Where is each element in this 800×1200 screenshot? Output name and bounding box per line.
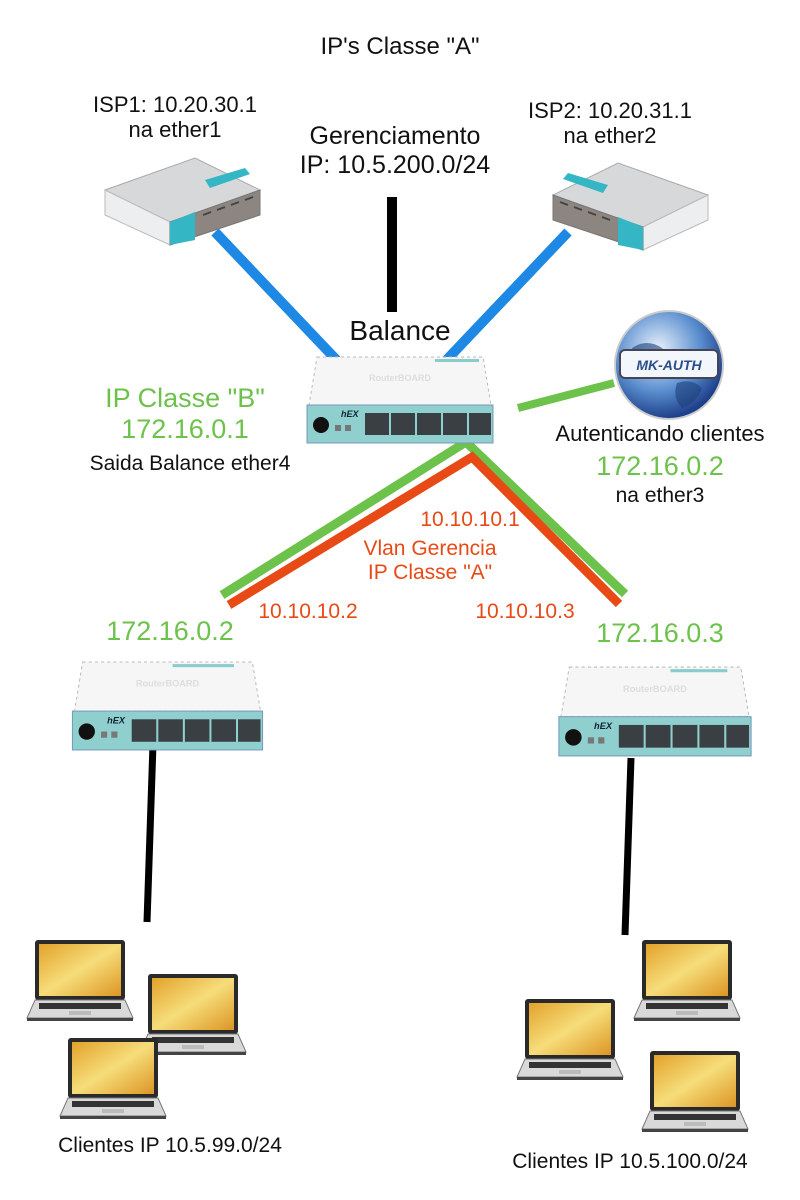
- isp1-ip: ISP1: 10.20.30.1: [93, 92, 257, 117]
- vlan-gateway-ip: 10.10.10.1: [420, 508, 520, 531]
- classB-exit-label: Saida Balance ether4: [89, 452, 291, 475]
- right-client-laptop-3[interactable]: [640, 1049, 750, 1134]
- router-model-label: hEX: [341, 409, 360, 419]
- isp1-interface: na ether1: [128, 117, 222, 143]
- left-client-laptop-1[interactable]: [25, 938, 135, 1023]
- right-client-laptop-1[interactable]: [632, 938, 742, 1023]
- diagram-title: IP's Classe "A": [320, 33, 480, 60]
- vlan-link: [226, 451, 623, 609]
- svg-text:RouterBOARD: RouterBOARD: [369, 373, 431, 383]
- management-subnet: IP: 10.5.200.0/24: [299, 150, 491, 179]
- router-ports: [131, 719, 261, 742]
- right-client-laptop-2[interactable]: [515, 997, 625, 1082]
- isp2-modem[interactable]: [548, 155, 728, 255]
- router-model-label: hEX: [594, 721, 613, 731]
- right-client-link: [621, 757, 635, 936]
- mkauth-server-icon[interactable]: MK-AUTH: [612, 308, 727, 423]
- left-router-ip: 172.16.0.2: [106, 616, 234, 646]
- mkauth-ip: 172.16.0.2: [596, 451, 724, 481]
- vlan-label: Vlan Gerencia IP Classe "A": [330, 537, 530, 585]
- left-router[interactable]: RouterBOARD hEX: [70, 660, 265, 752]
- isp2-ip: ISP2: 10.20.31.1: [528, 98, 692, 123]
- balance-label: Balance: [349, 315, 451, 346]
- vlan-right-ip: 10.10.10.3: [475, 600, 575, 623]
- modem-ports: [202, 196, 254, 216]
- right-clients-label: Clientes IP 10.5.100.0/24: [512, 1150, 748, 1173]
- vlan-left-ip: 10.10.10.2: [258, 600, 358, 623]
- left-clients-label: Clientes IP 10.5.99.0/24: [58, 1134, 282, 1157]
- vlan-title: Vlan Gerencia: [363, 537, 497, 560]
- router-model-label: hEX: [107, 715, 126, 725]
- router-ports: [618, 724, 750, 748]
- classB-title: IP Classe "B": [105, 383, 265, 413]
- mkauth-interface: na ether3: [615, 484, 705, 507]
- classB-label: IP Classe "B" 172.16.0.1: [60, 383, 310, 445]
- right-router[interactable]: RouterBOARD hEX: [555, 665, 755, 758]
- isp1-modem[interactable]: [85, 150, 265, 250]
- management-title: Gerenciamento: [309, 122, 481, 150]
- mkauth-caption: Autenticando clientes: [555, 421, 765, 446]
- left-client-laptop-3[interactable]: [58, 1036, 168, 1121]
- right-router-ip: 172.16.0.3: [596, 618, 724, 648]
- svg-text:RouterBOARD: RouterBOARD: [136, 679, 200, 689]
- classB-ip: 172.16.0.1: [121, 414, 249, 445]
- router-ports: [365, 413, 491, 435]
- left-client-link: [143, 743, 157, 923]
- management-label: Gerenciamento IP: 10.5.200.0/24: [270, 122, 520, 180]
- isp2-interface: na ether2: [563, 123, 657, 149]
- modem-ports: [559, 201, 611, 221]
- isp1-label: ISP1: 10.20.30.1 na ether1: [55, 92, 295, 143]
- mkauth-logo-text: MK-AUTH: [636, 357, 702, 373]
- balance-router[interactable]: RouterBOARD hEX: [305, 355, 495, 445]
- mkauth-link: [516, 379, 616, 412]
- svg-text:RouterBOARD: RouterBOARD: [623, 684, 687, 694]
- isp2-label: ISP2: 10.20.31.1 na ether2: [495, 98, 725, 149]
- vlan-class: IP Classe "A": [367, 561, 493, 585]
